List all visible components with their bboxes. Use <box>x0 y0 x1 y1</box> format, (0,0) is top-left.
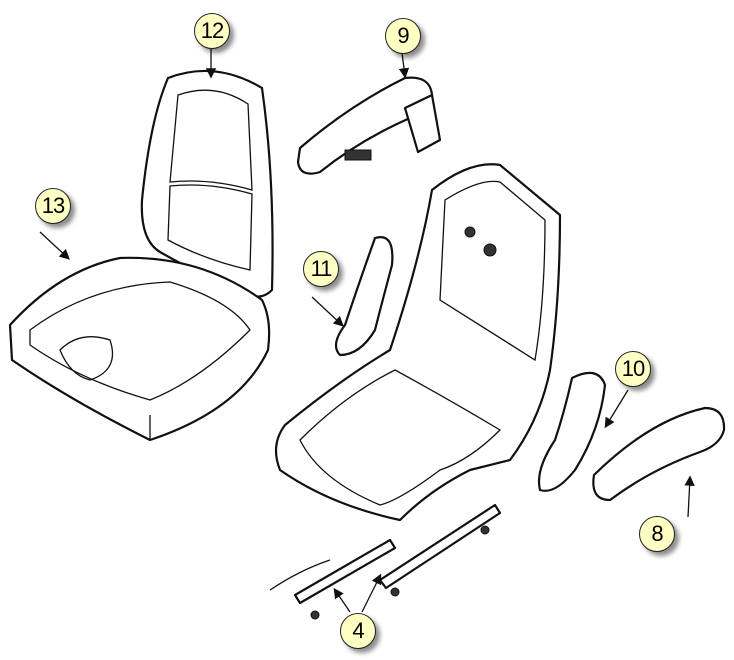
side-cover-right <box>537 371 607 492</box>
armrest-lower <box>592 406 726 502</box>
seat-frame <box>274 163 597 522</box>
callout-10: 10 <box>615 351 651 387</box>
side-cover-left <box>334 236 394 357</box>
armrest-upper <box>296 76 442 175</box>
callout-4: 4 <box>340 613 376 649</box>
callout-12: 12 <box>194 13 230 49</box>
slide-rails <box>269 503 502 620</box>
callout-11: 11 <box>303 251 339 287</box>
seat-cushion <box>8 256 271 442</box>
leader-arrows <box>39 48 695 613</box>
callout-9: 9 <box>385 18 421 54</box>
callout-13: 13 <box>35 188 71 224</box>
callout-8: 8 <box>639 516 675 552</box>
